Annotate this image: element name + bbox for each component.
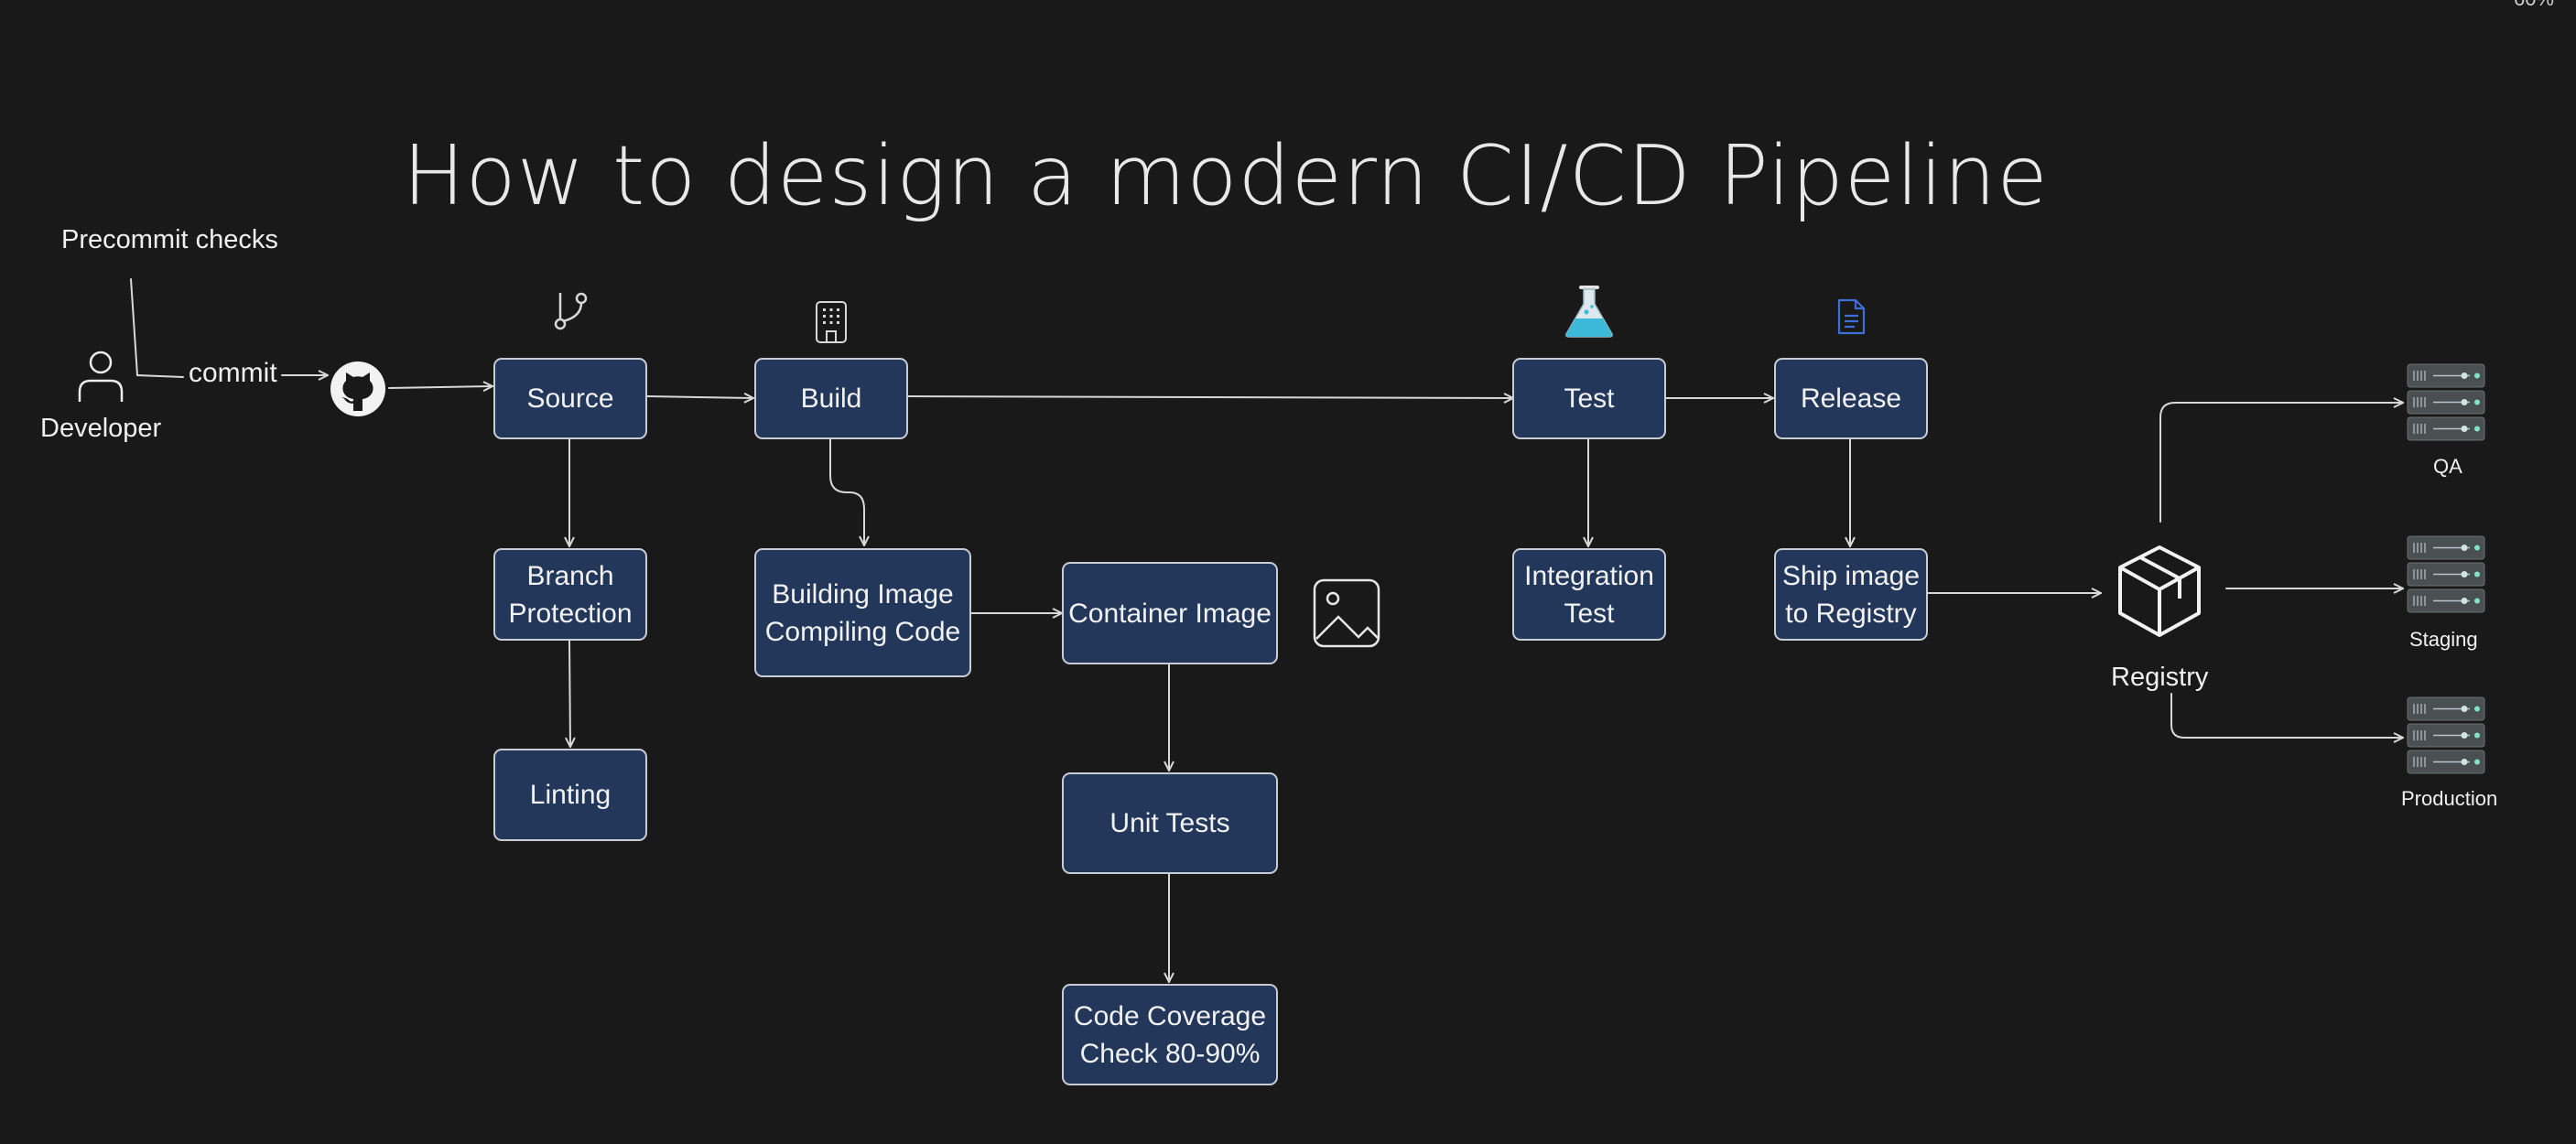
diagram-title: How to design a modern CI/CD Pipeline xyxy=(403,128,2049,224)
edge-build-to-test xyxy=(906,396,1513,398)
unit-tests-node[interactable]: Unit Tests xyxy=(1062,772,1278,874)
edge-branch-protection-to-linting xyxy=(569,640,570,747)
edge-source-to-build xyxy=(646,396,753,398)
release-node[interactable]: Release xyxy=(1774,358,1928,439)
git-branch-icon xyxy=(554,292,588,330)
env-label-production: Production xyxy=(2401,787,2498,810)
code-coverage-node[interactable]: Code Coverage Check 80-90% xyxy=(1062,984,1278,1085)
edge-registry-to-production xyxy=(2170,693,2404,738)
source-node[interactable]: Source xyxy=(493,358,647,439)
server-rack-icon xyxy=(2407,696,2485,774)
package-icon xyxy=(2118,545,2201,637)
branch-protection-node[interactable]: Branch Protection xyxy=(493,548,647,641)
integration-test-node[interactable]: Integration Test xyxy=(1512,548,1666,641)
env-label-staging: Staging xyxy=(2409,628,2478,651)
ship-image-node[interactable]: Ship image to Registry xyxy=(1774,548,1928,641)
registry-label: Registry xyxy=(2111,663,2209,692)
building-image-node[interactable]: Building Image Compiling Code xyxy=(754,548,971,677)
precommit-label: Precommit checks xyxy=(61,225,278,254)
edge-registry-to-qa xyxy=(2159,403,2404,523)
linting-node[interactable]: Linting xyxy=(493,749,647,841)
flask-icon xyxy=(1565,286,1613,338)
edge-build-to-building-image xyxy=(829,438,864,546)
server-rack-icon xyxy=(2407,363,2485,441)
env-label-qa: QA xyxy=(2433,455,2462,478)
precommit-connector xyxy=(130,278,184,378)
building-icon xyxy=(816,301,847,343)
test-node[interactable]: Test xyxy=(1512,358,1666,439)
zoom-level[interactable]: 60% xyxy=(2514,0,2554,11)
container-image-node[interactable]: Container Image xyxy=(1062,562,1278,664)
github-icon[interactable] xyxy=(330,361,386,417)
edge-github-to-source xyxy=(388,386,492,388)
build-node[interactable]: Build xyxy=(754,358,908,439)
document-icon xyxy=(1837,298,1866,335)
server-rack-icon xyxy=(2407,535,2485,613)
image-icon xyxy=(1313,578,1380,648)
person-icon xyxy=(78,351,124,402)
developer-label: Developer xyxy=(40,414,162,443)
commit-label: commit xyxy=(189,358,277,388)
